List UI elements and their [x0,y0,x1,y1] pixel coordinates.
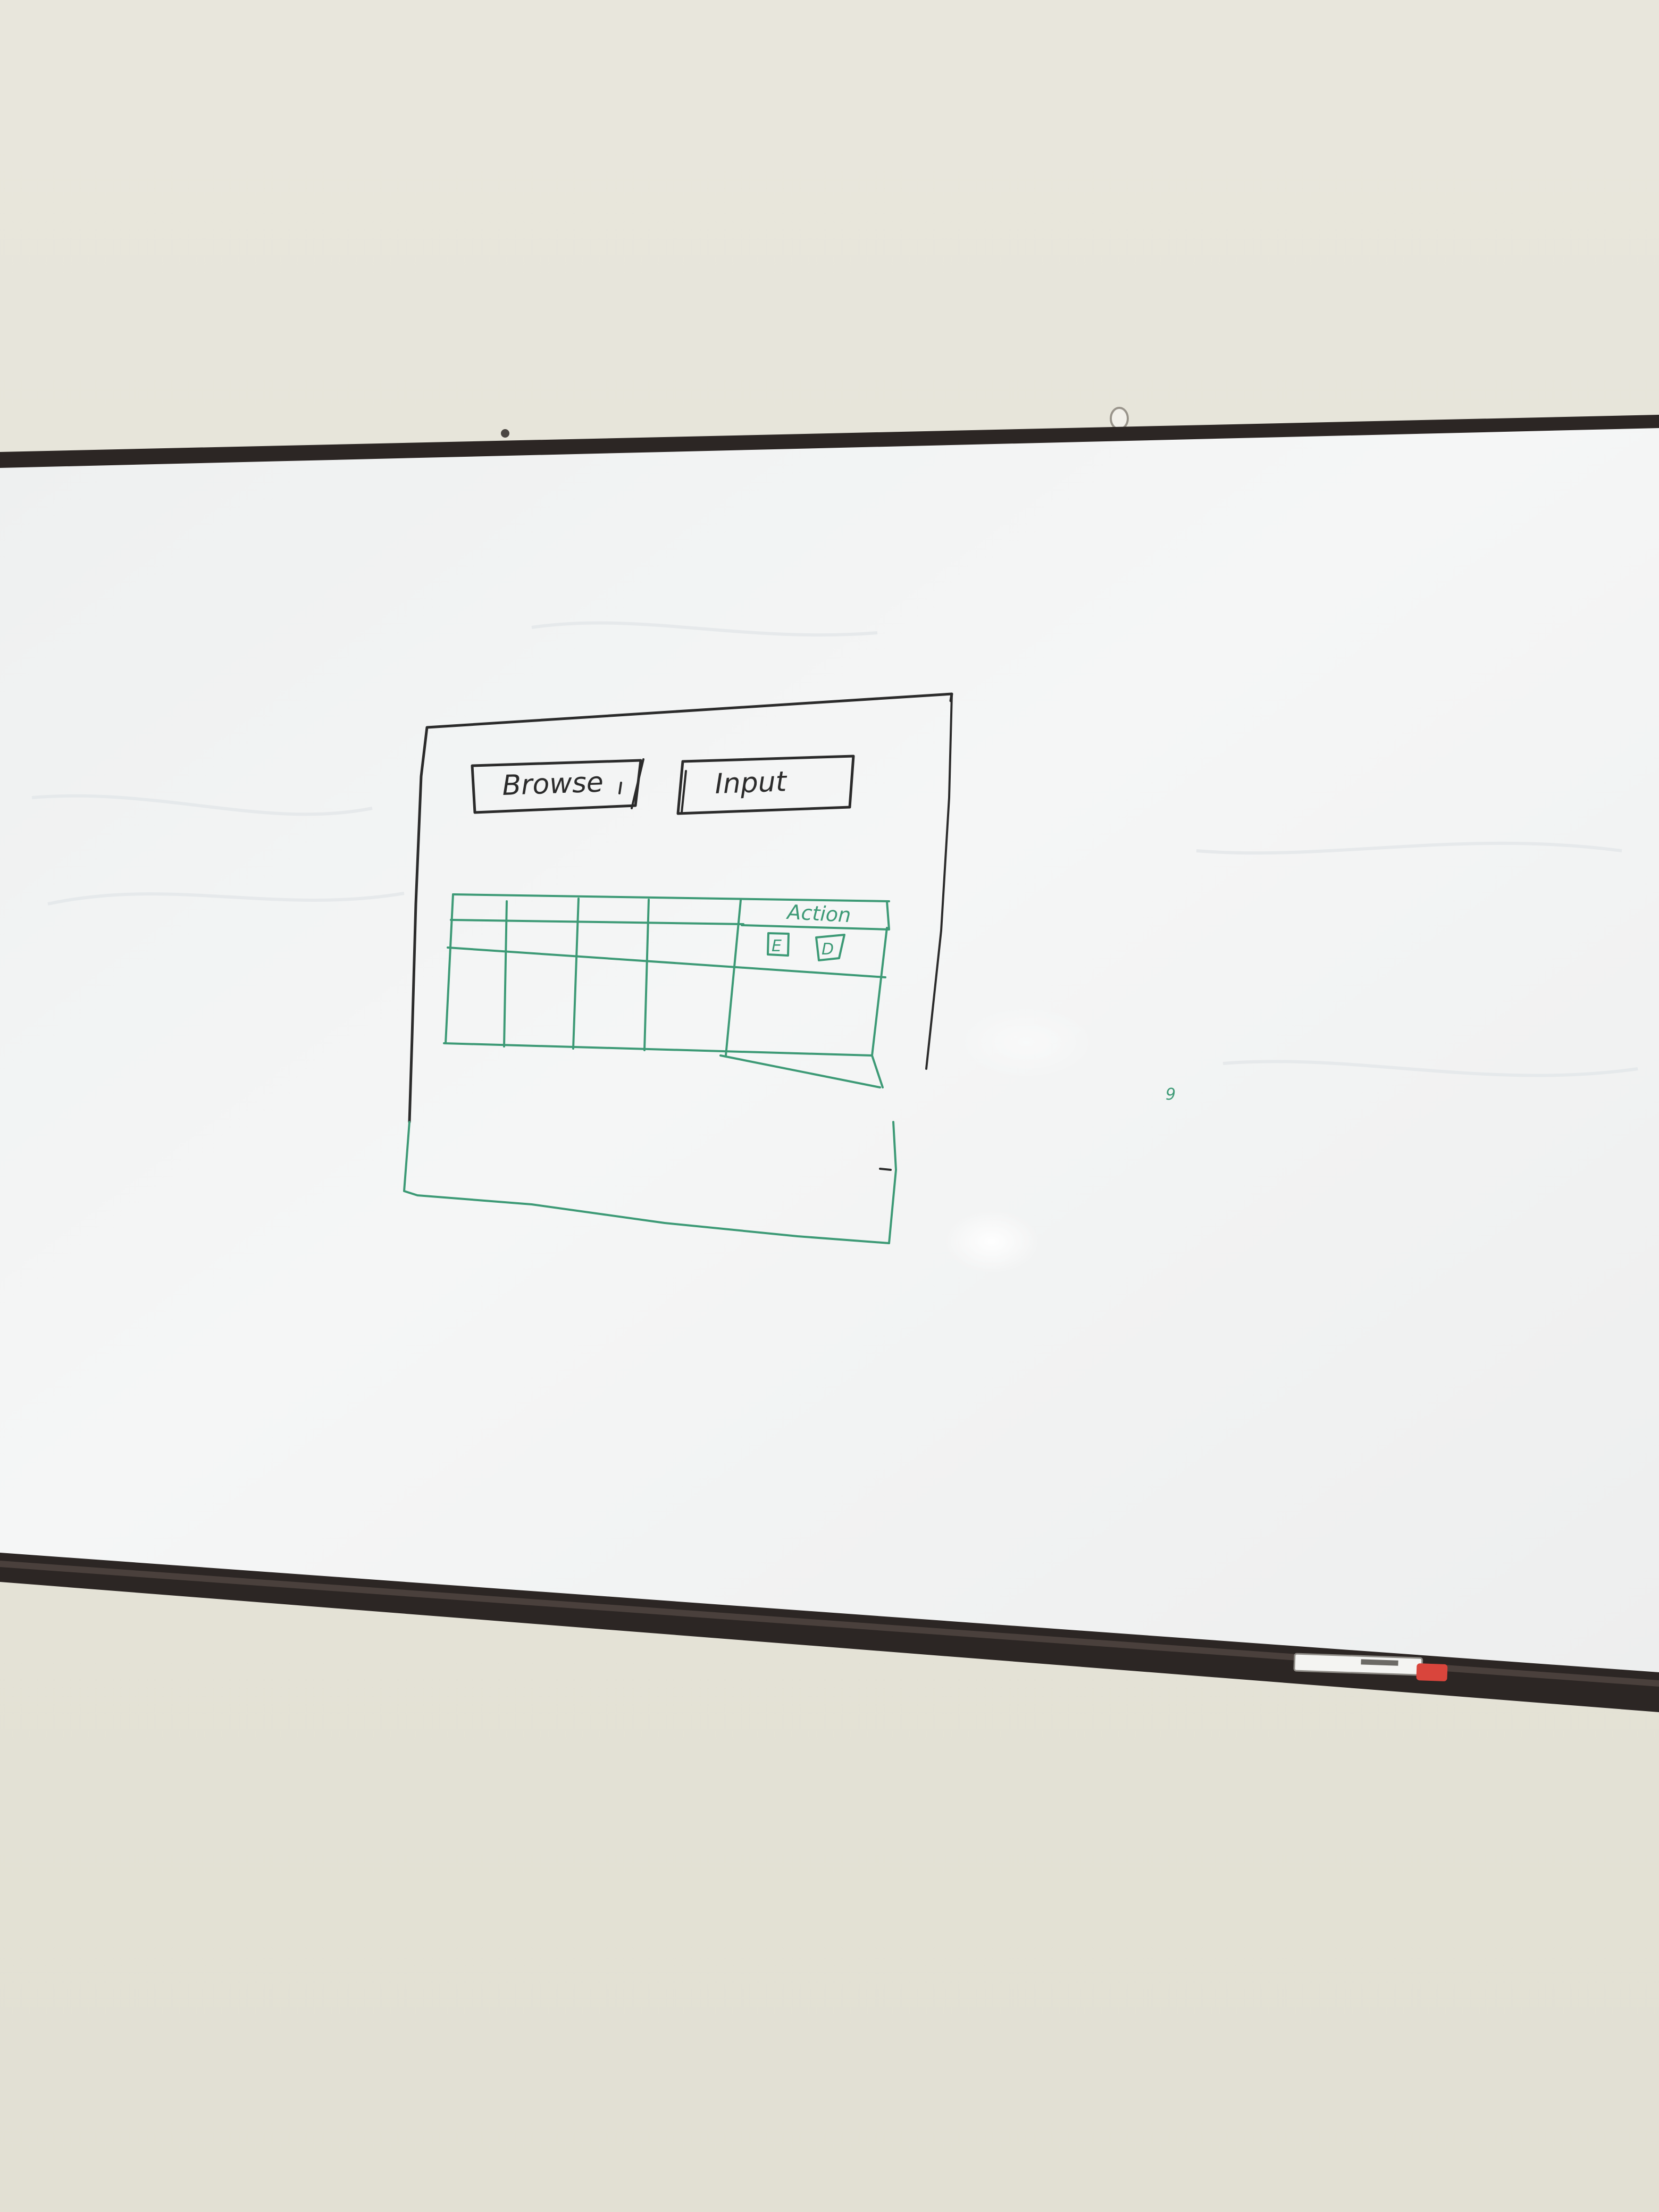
sketch-frame-tick [879,1168,892,1171]
input-label: Input [714,766,787,800]
browse-label: Browse [501,766,604,802]
edit-button-label: E [772,937,782,956]
table-action-delete-button[interactable]: D [815,934,845,961]
delete-button-label: D [822,940,834,959]
table-col-divider-1 [503,900,508,1048]
table-col-divider-3 [643,899,650,1051]
sketch-frame-right [925,693,953,1070]
wireframe-sketch: Browse Input Action E [403,692,953,1244]
wall-anchor [1110,407,1129,430]
marker-on-tray[interactable] [1293,1653,1448,1681]
ghost-marks [31,621,1638,1077]
table-action-edit-button[interactable]: E [767,932,790,957]
table-top-border [452,893,890,902]
table-left-border [445,893,454,1044]
input-field-sketch[interactable]: Input [676,755,855,815]
table-bottom-edge [719,1054,881,1088]
table-col-divider-2 [572,898,580,1050]
browse-button-sketch[interactable]: Browse [471,758,644,814]
light-glare-secondary [957,1005,1095,1079]
light-glare [944,1210,1040,1273]
tray-highlight [0,1561,1659,1687]
table-action-right-border [871,927,888,1057]
wall-screw [501,429,509,438]
table-header-action: Action [785,900,852,927]
table-action-header-line [741,900,890,931]
table-row-line [447,946,886,978]
whiteboard-frame-top [0,415,1659,468]
table-header-line [450,919,744,925]
table-col-divider-4 [725,899,742,1057]
stray-mark: 9 [1166,1085,1176,1104]
data-table-sketch [443,893,890,1088]
sketch-frame-bottom [403,1121,897,1244]
